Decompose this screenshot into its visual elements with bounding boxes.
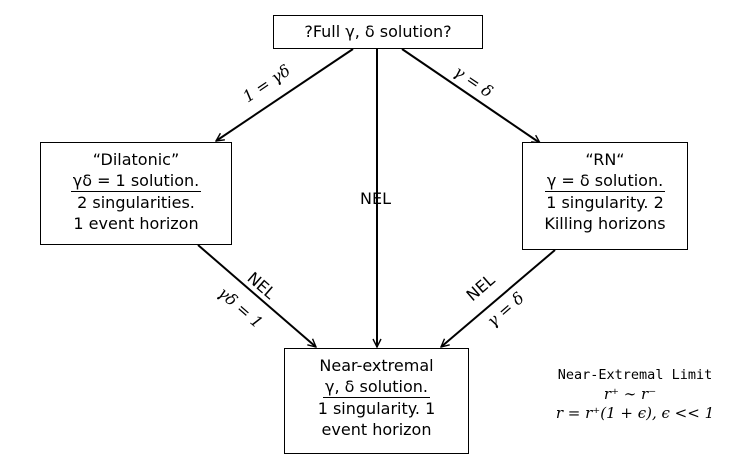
node-dilatonic: “Dilatonic” γδ = 1 solution. 2 singulari… [40, 142, 232, 245]
arrow-top-to-left [216, 48, 354, 141]
node-rn-condition: γ = δ solution. [544, 171, 666, 192]
node-near-extremal-singularities: 1 singularity. 1 [317, 399, 436, 418]
legend-relation: r⁺ ∼ r⁻ [603, 385, 657, 403]
node-near-extremal-condition: γ, δ solution. [323, 377, 430, 398]
node-dilatonic-horizons: 1 event horizon [73, 214, 199, 233]
node-near-extremal: Near-extremal γ, δ solution. 1 singulari… [284, 348, 469, 454]
legend-expansion: r = r⁺(1 + ϵ), ϵ << 1 [555, 404, 715, 422]
node-dilatonic-title: “Dilatonic” [92, 150, 180, 169]
node-rn-title: “RN“ [585, 150, 625, 169]
node-full-solution-label: ?Full γ, δ solution? [304, 22, 452, 41]
arrow-left-to-bottom [197, 244, 316, 347]
node-rn-singularities: 1 singularity. 2 [546, 193, 664, 212]
node-rn: “RN“ γ = δ solution. 1 singularity. 2 Ki… [522, 142, 688, 250]
node-rn-horizons: Killing horizons [544, 214, 666, 233]
node-dilatonic-condition: γδ = 1 solution. [70, 171, 202, 192]
legend-title: Near-Extremal Limit [557, 367, 713, 383]
arrow-right-to-bottom [441, 249, 556, 347]
legend-near-extremal-limit: Near-Extremal Limit r⁺ ∼ r⁻ r = r⁺(1 + ϵ… [530, 366, 740, 423]
node-near-extremal-title: Near-extremal [319, 356, 434, 375]
node-full-solution: ?Full γ, δ solution? [273, 15, 483, 49]
node-dilatonic-singularities: 2 singularities. [77, 193, 195, 212]
edge-label-top-bottom: NEL [360, 189, 391, 208]
node-near-extremal-horizons: event horizon [321, 420, 432, 439]
arrow-top-to-right [401, 48, 540, 143]
